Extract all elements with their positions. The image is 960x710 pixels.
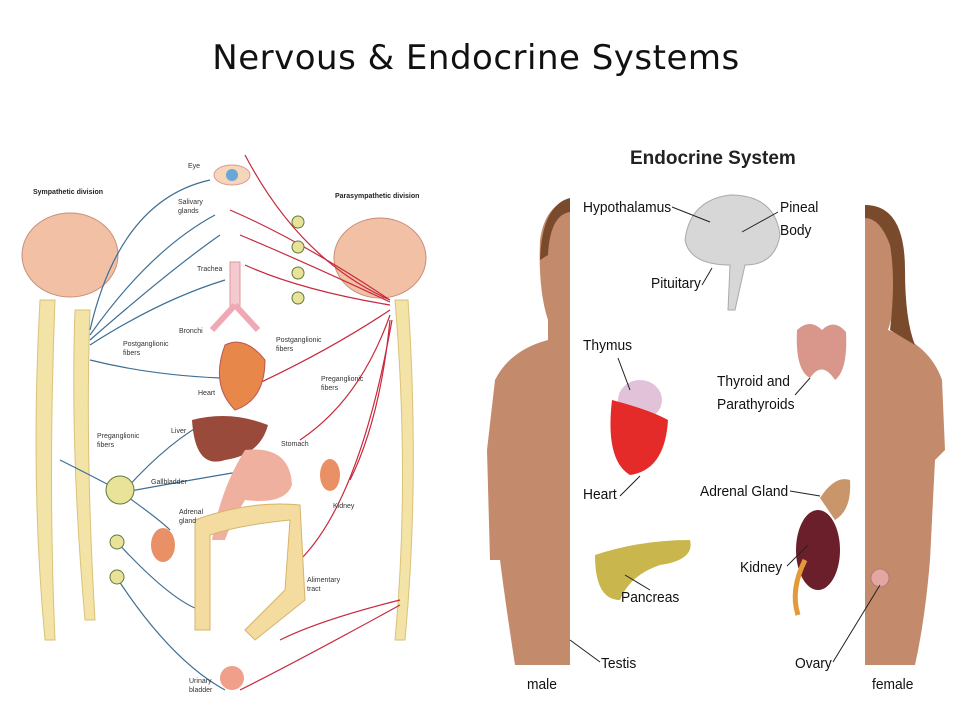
left-spinal-cord	[35, 299, 56, 641]
label-eye: Eye	[188, 163, 201, 170]
adrenal-organ	[820, 479, 851, 520]
left-brain	[21, 212, 119, 298]
right-spinal-cord	[394, 299, 414, 641]
label-kidney: Kidney	[333, 503, 355, 510]
sympathetic-chain	[73, 309, 96, 621]
label-postganglionic-right: Postganglionic fibers	[276, 337, 322, 353]
pancreas-organ	[595, 540, 691, 600]
label-pituitary: Pituitary	[651, 275, 701, 292]
kidney-organ	[796, 510, 840, 590]
label-parasympathetic: Parasympathetic division	[335, 193, 420, 200]
male-hair	[540, 198, 570, 260]
label-ovary: Ovary	[795, 655, 832, 672]
label-hypothalamus: Hypothalamus	[583, 199, 672, 216]
label-stomach: Stomach	[281, 441, 309, 448]
label-alimentary: Alimentary tract	[307, 577, 341, 593]
female-body	[865, 205, 945, 665]
male-body	[487, 200, 570, 665]
label-testis: Testis	[601, 655, 637, 672]
label-preganglionic-right: Preganglionic fibers	[321, 376, 364, 392]
label-pancreas: Pancreas	[621, 589, 680, 606]
parasympathetic-nerves	[229, 154, 401, 691]
label-adrenal: Adrenal gland	[179, 509, 204, 525]
label-adrenal-gland: Adrenal Gland	[700, 483, 789, 500]
female-hair	[865, 205, 915, 345]
label-thyroid: Thyroid and Parathyroids	[717, 373, 795, 413]
thyroid-organ	[796, 324, 847, 380]
label-heart-endocrine: Heart	[583, 486, 617, 503]
label-gallbladder: Gallbladder	[151, 479, 187, 486]
label-sympathetic: Sympathetic division	[33, 189, 104, 196]
heart-organ	[218, 341, 266, 411]
sympathetic-nerves	[59, 179, 251, 691]
bladder-organ	[220, 666, 244, 690]
label-postganglionic-left: Postganglionic fibers	[123, 341, 169, 357]
slide-title: Nervous & Endocrine Systems	[212, 38, 740, 78]
label-liver: Liver	[171, 428, 187, 435]
label-salivary: Salivary glands	[178, 199, 203, 215]
intestine-organ	[194, 503, 306, 641]
label-bladder: Urinary bladder	[189, 678, 213, 694]
endocrine-title: Endocrine System	[630, 148, 796, 169]
label-trachea: Trachea	[197, 266, 223, 273]
label-pineal: Pineal Body	[780, 199, 819, 239]
label-male: male	[527, 676, 557, 693]
label-preganglionic-left: Preganglionic fibers	[97, 433, 140, 449]
label-kidney-endocrine: Kidney	[740, 559, 783, 576]
label-heart: Heart	[198, 390, 216, 397]
label-female: female	[872, 676, 914, 693]
label-bronchi: Bronchi	[179, 328, 203, 335]
heart-organ-endocrine	[610, 400, 668, 475]
label-thymus: Thymus	[583, 337, 633, 354]
